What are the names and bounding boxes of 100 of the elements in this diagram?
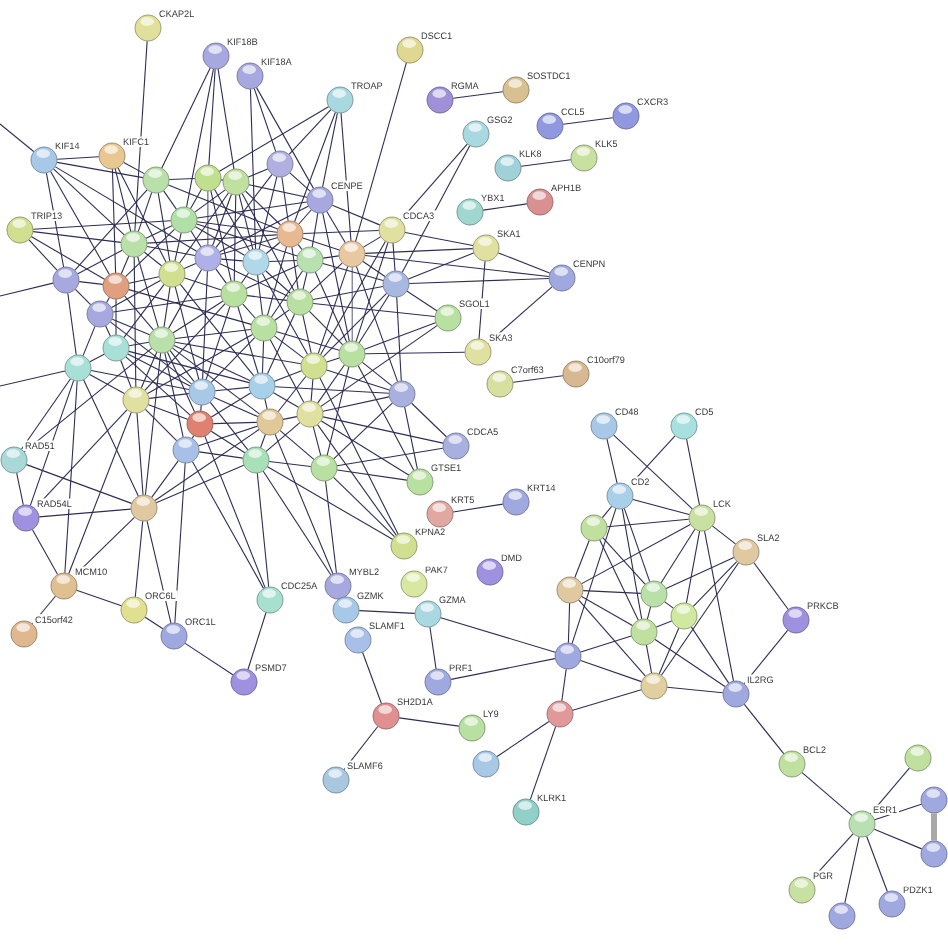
edge-line — [53, 168, 125, 236]
edge-line — [111, 168, 117, 274]
edge-line — [326, 369, 390, 391]
edge-line — [411, 402, 447, 438]
network-node — [64, 354, 92, 382]
edge-line — [265, 422, 301, 452]
edge-line — [144, 616, 164, 630]
edge-line — [89, 353, 105, 363]
network-node — [920, 786, 948, 814]
edge-line — [212, 421, 258, 425]
edge-line — [253, 88, 277, 152]
network-node — [904, 744, 932, 772]
edge-line — [362, 260, 386, 278]
network-node — [296, 400, 324, 428]
network-node — [122, 386, 150, 414]
edge-line — [195, 226, 246, 256]
edge-line — [68, 411, 132, 575]
edge-line — [128, 350, 250, 384]
edge-line — [247, 168, 269, 178]
edge-line — [128, 276, 160, 284]
network-node — [286, 288, 314, 316]
edge-line — [396, 296, 402, 382]
edge-line — [134, 520, 144, 598]
network-node — [580, 514, 608, 542]
edge-line — [0, 370, 66, 387]
edge-line — [120, 359, 132, 389]
edge-line — [358, 610, 416, 614]
edge-line — [866, 835, 888, 893]
edge-line — [320, 241, 386, 355]
edge-line — [302, 237, 340, 251]
network-node — [52, 266, 80, 294]
edge-line — [317, 424, 397, 536]
edge-line — [310, 378, 314, 402]
edge-line — [562, 117, 614, 125]
edge-line — [212, 194, 232, 247]
edge-line — [111, 279, 161, 309]
edge-line — [25, 464, 133, 504]
edge-line — [164, 352, 184, 438]
edge-line — [294, 111, 336, 223]
edge-line — [270, 270, 304, 318]
edge-line — [237, 306, 259, 374]
edge-line — [322, 396, 390, 412]
edge-line — [23, 347, 153, 453]
edge-line — [157, 192, 171, 262]
edge-line — [308, 310, 344, 346]
edge-line — [404, 231, 474, 247]
edge-line — [0, 123, 35, 153]
edge-line — [574, 539, 590, 579]
edge-line — [266, 313, 296, 375]
edge-line — [258, 176, 278, 250]
network-node — [472, 750, 500, 778]
edge-line — [320, 420, 410, 476]
edge-line — [207, 190, 209, 246]
edge-line — [196, 223, 298, 257]
edge-line — [140, 351, 158, 389]
edge-line — [314, 271, 348, 343]
edge-line — [264, 398, 268, 410]
edge-line — [572, 689, 642, 711]
edge-line — [274, 335, 304, 359]
edge-line — [267, 246, 287, 316]
edge-line — [144, 303, 226, 391]
edge-line — [654, 638, 726, 688]
edge-line — [256, 472, 270, 588]
edge-line — [658, 627, 680, 675]
edge-line — [661, 562, 739, 676]
edge-line — [112, 295, 222, 313]
edge-line — [246, 295, 288, 301]
edge-line — [692, 561, 738, 607]
edge-line — [28, 239, 58, 271]
edge-line — [168, 269, 202, 329]
edge-line — [29, 380, 75, 506]
edge-line — [219, 263, 289, 297]
edge-line — [128, 341, 150, 347]
edge-line — [238, 194, 254, 250]
edge-line — [487, 286, 553, 344]
edge-line — [281, 176, 289, 222]
edge-line — [801, 772, 853, 816]
edge-line — [496, 720, 550, 758]
edge-line — [202, 270, 208, 380]
edge-line — [322, 255, 340, 259]
edge-line — [196, 221, 278, 233]
edge-line — [245, 190, 281, 226]
edge-line — [873, 828, 923, 850]
edge-line — [931, 813, 937, 841]
edge-line — [326, 210, 346, 244]
edge-line — [333, 402, 393, 460]
network-node — [86, 300, 114, 328]
edge-line — [279, 430, 315, 460]
edge-line — [655, 620, 673, 628]
network-node — [250, 314, 278, 342]
edge-line — [361, 361, 393, 387]
edge-line — [56, 161, 144, 179]
edge-line — [870, 767, 910, 815]
network-node — [248, 372, 276, 400]
edge-line — [262, 470, 332, 576]
edge-line — [198, 425, 258, 447]
edge-line — [320, 325, 438, 407]
edge-line — [276, 331, 340, 351]
edge-line — [362, 236, 382, 248]
network-node — [266, 150, 294, 178]
